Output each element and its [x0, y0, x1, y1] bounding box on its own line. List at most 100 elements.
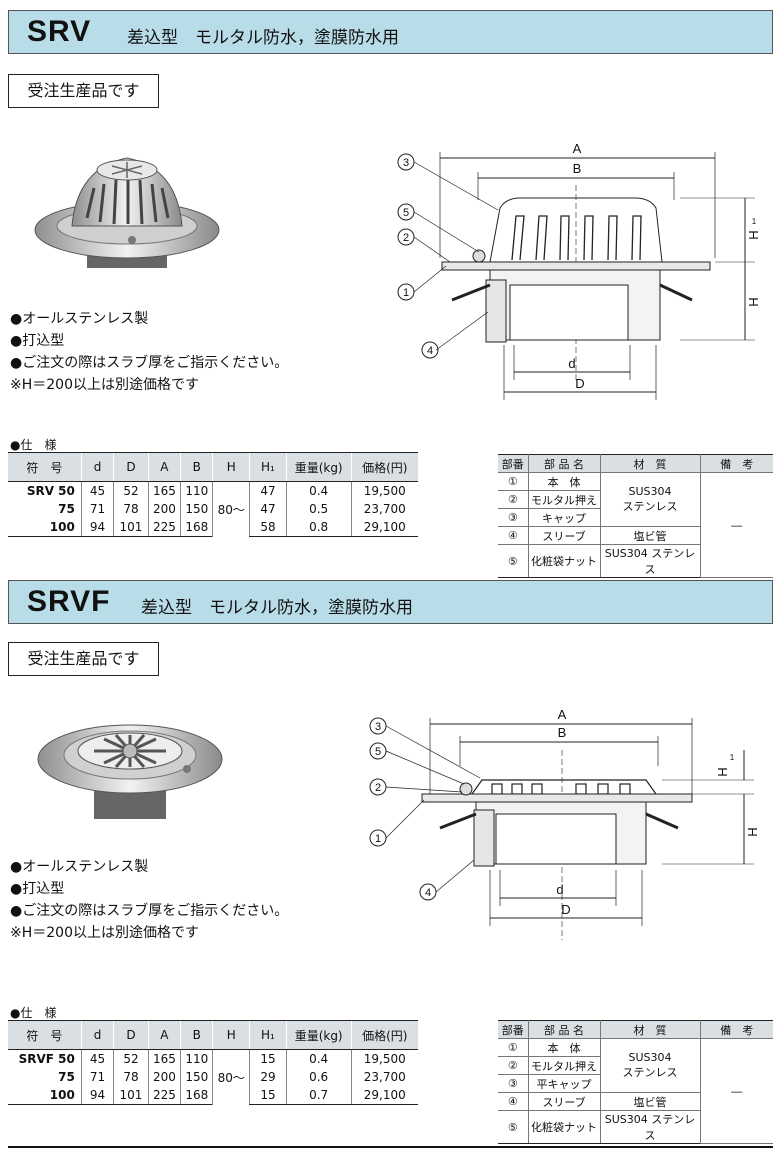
spec-cell: 0.6 [285, 1068, 352, 1086]
table-row: 100 94 101 225 168 58 0.8 29,100 [8, 518, 418, 537]
part-number: ② [498, 490, 529, 509]
technical-drawing: A B d D H 1 H 3 5 2 1 4 [369, 710, 760, 940]
spec-cell: 110 [180, 1049, 213, 1068]
table-row: SRV 50 45 52 165 110 80～ 47 0.4 19,500 [8, 481, 418, 537]
spec-cell: 29,100 [350, 518, 418, 537]
part-name: スリーブ [527, 1092, 601, 1111]
dim-d-label: d [556, 882, 563, 897]
spec-header: 価格(円) [350, 452, 418, 482]
product-section-srv: SRV 差込型 モルタル防水，塗膜防水用 受注生産品です ●オールステンレス製 … [0, 0, 780, 578]
spec-cell: 19,500 [350, 481, 418, 500]
spec-cell: 168 [180, 518, 213, 537]
product-title-banner: SRVF 差込型 モルタル防水，塗膜防水用 [8, 580, 773, 624]
spec-cell: 45 [80, 1049, 114, 1068]
dim-h1-label: H [715, 767, 730, 776]
spec-cell: 15 [249, 1049, 287, 1068]
dim-big-d-label: D [561, 902, 570, 917]
product-code: SRVF [27, 585, 111, 618]
spec-cell: 71 [80, 500, 114, 518]
dim-b-label: B [573, 161, 582, 176]
spec-cell: 71 [80, 1068, 114, 1086]
part-number: ② [498, 1056, 529, 1075]
part-number: ⑤ [498, 1110, 529, 1144]
spec-cell: 225 [147, 1086, 181, 1105]
table-row: ③ キャップ [498, 508, 773, 527]
parts-header: 材 質 [599, 1020, 701, 1039]
part-callout-2: 2 [403, 232, 409, 244]
spec-table: 符 号 d D A B H H₁ 重量(kg) 価格(円) SRVF 50 45… [8, 1020, 418, 1105]
spec-cell-model: 75 [58, 1070, 75, 1084]
dim-h1-subscript: 1 [752, 217, 757, 226]
spec-cell: 200 [147, 1068, 181, 1086]
dim-a-label: A [573, 141, 582, 156]
table-row: ② モルタル押え [498, 1056, 773, 1075]
part-name: スリーブ [527, 526, 601, 545]
bottom-divider [8, 1146, 773, 1148]
spec-header: A [147, 452, 181, 482]
part-material: SUS304 ステンレス [599, 544, 700, 578]
part-name: キャップ [527, 508, 600, 527]
spec-header: 重量(kg) [285, 1020, 352, 1050]
dim-h1-label: H [746, 230, 761, 239]
spec-cell: 47 [249, 481, 287, 500]
spec-cell: 150 [180, 500, 213, 518]
parts-header: 部番 [498, 454, 529, 473]
part-material: SUS304 ステンレス [599, 1038, 701, 1093]
spec-cell: 0.8 [285, 518, 352, 537]
spec-cell: 101 [113, 1086, 149, 1105]
table-row: 75 71 78 200 150 29 0.6 23,700 [8, 1068, 418, 1086]
spec-cell: 110 [180, 481, 213, 500]
feature-item: ●オールステンレス製 [10, 311, 149, 327]
spec-cell: 23,700 [350, 500, 418, 518]
table-row: ② モルタル押え [498, 490, 773, 509]
spec-header: 重量(kg) [285, 452, 352, 482]
feature-item: ●ご注文の際はスラブ厚をご指示ください。 [10, 903, 289, 919]
table-row: ③ 平キャップ [498, 1074, 773, 1093]
parts-header: 備 考 [699, 454, 773, 473]
parts-header: 部 品 名 [527, 454, 601, 473]
product-subtitle: 差込型 モルタル防水，塗膜防水用 [141, 598, 413, 618]
spec-cell: 29,100 [350, 1086, 418, 1105]
table-row: SRVF 50 45 52 165 110 80～ 15 0.4 19,500 [8, 1049, 418, 1105]
technical-drawing: A B d D H 1 H 3 5 2 1 4 [397, 141, 761, 400]
spec-header: H [212, 452, 250, 482]
part-callout-2: 2 [375, 782, 381, 794]
feature-list: ●オールステンレス製 ●打込型 ●ご注文の際はスラブ厚をご指示ください。 ※H＝… [10, 856, 288, 944]
dim-big-d-label: D [575, 376, 584, 391]
spec-header: B [180, 452, 213, 482]
part-number: ⑤ [498, 544, 529, 578]
spec-cell: 58 [249, 518, 287, 537]
dim-b-label: B [558, 725, 567, 740]
spec-cell: 94 [80, 518, 114, 537]
spec-header: D [113, 452, 149, 482]
table-row: ⑤ 化粧袋ナット SUS304 ステンレス [498, 544, 773, 578]
product-photo [34, 157, 220, 268]
parts-header: 備 考 [699, 1020, 773, 1039]
part-number: ③ [498, 1074, 529, 1093]
spec-cell: 165 [147, 1049, 181, 1068]
spec-cell: 0.4 [285, 1049, 352, 1068]
made-to-order-note: 受注生産品です [8, 642, 159, 676]
part-number: ④ [498, 526, 529, 545]
feature-item: ※H＝200以上は別途価格です [10, 377, 199, 393]
part-callout-1: 1 [403, 287, 409, 299]
spec-heading: ●仕 様 [10, 1006, 57, 1020]
dim-a-label: A [558, 710, 567, 722]
table-row: 100 94 101 225 168 15 0.7 29,100 [8, 1086, 418, 1105]
spec-cell: 19,500 [350, 1049, 418, 1068]
spec-cell: 45 [80, 481, 114, 500]
part-material: 塩ビ管 [599, 526, 700, 545]
spec-cell-model: 75 [58, 502, 75, 516]
spec-cell: 150 [180, 1068, 213, 1086]
spec-cell: 29 [249, 1068, 287, 1086]
part-name: モルタル押え [527, 490, 600, 509]
part-callout-4: 4 [425, 887, 431, 899]
parts-header: 部 品 名 [527, 1020, 601, 1039]
spec-cell: 94 [80, 1086, 114, 1105]
made-to-order-note: 受注生産品です [8, 74, 159, 108]
spec-cell-model: 100 [8, 518, 82, 537]
parts-header: 材 質 [599, 454, 701, 473]
spec-header: 符 号 [8, 1020, 82, 1050]
dim-h1-subscript: 1 [730, 753, 735, 762]
feature-item: ●ご注文の際はスラブ厚をご指示ください。 [10, 355, 289, 371]
